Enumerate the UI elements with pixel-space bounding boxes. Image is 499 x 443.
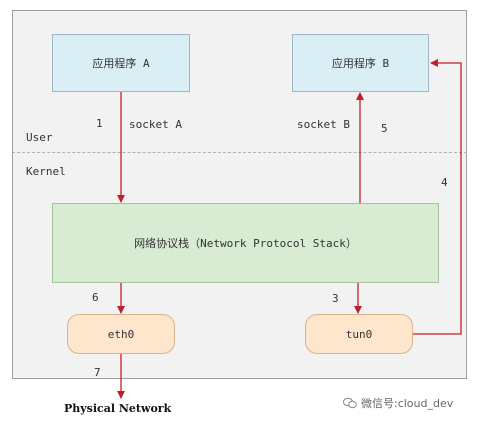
app-a-box: 应用程序 A (52, 34, 190, 92)
step-1-label: 1 (96, 117, 103, 130)
watermark-text: 微信号:cloud_dev (361, 397, 454, 410)
kernel-space-label: Kernel (26, 165, 66, 178)
user-kernel-divider (12, 152, 467, 153)
app-a-label: 应用程序 A (92, 57, 150, 70)
watermark: 微信号:cloud_dev (343, 395, 453, 411)
user-space-label: User (26, 131, 53, 144)
arrow-tun0-to-app-b (413, 59, 462, 335)
step-3-label: 3 (332, 292, 339, 305)
step-4-label: 4 (441, 176, 448, 189)
network-protocol-stack-box: 网络协议栈（Network Protocol Stack） (52, 203, 439, 283)
physical-network-label: Physical Network (64, 402, 172, 415)
wechat-icon (343, 397, 357, 409)
eth0-box: eth0 (67, 314, 175, 354)
app-b-label: 应用程序 B (331, 57, 390, 70)
tun0-box: tun0 (305, 314, 413, 354)
step-6-label: 6 (92, 291, 99, 304)
tun0-label: tun0 (345, 327, 373, 341)
socket-b-label: socket B (297, 118, 350, 131)
network-protocol-stack-label: 网络协议栈（Network Protocol Stack） (134, 237, 357, 250)
socket-a-label: socket A (129, 118, 182, 131)
step-5-label: 5 (381, 122, 388, 135)
eth0-label: eth0 (107, 327, 135, 341)
step-7-label: 7 (94, 366, 101, 379)
app-b-box: 应用程序 B (292, 34, 429, 92)
